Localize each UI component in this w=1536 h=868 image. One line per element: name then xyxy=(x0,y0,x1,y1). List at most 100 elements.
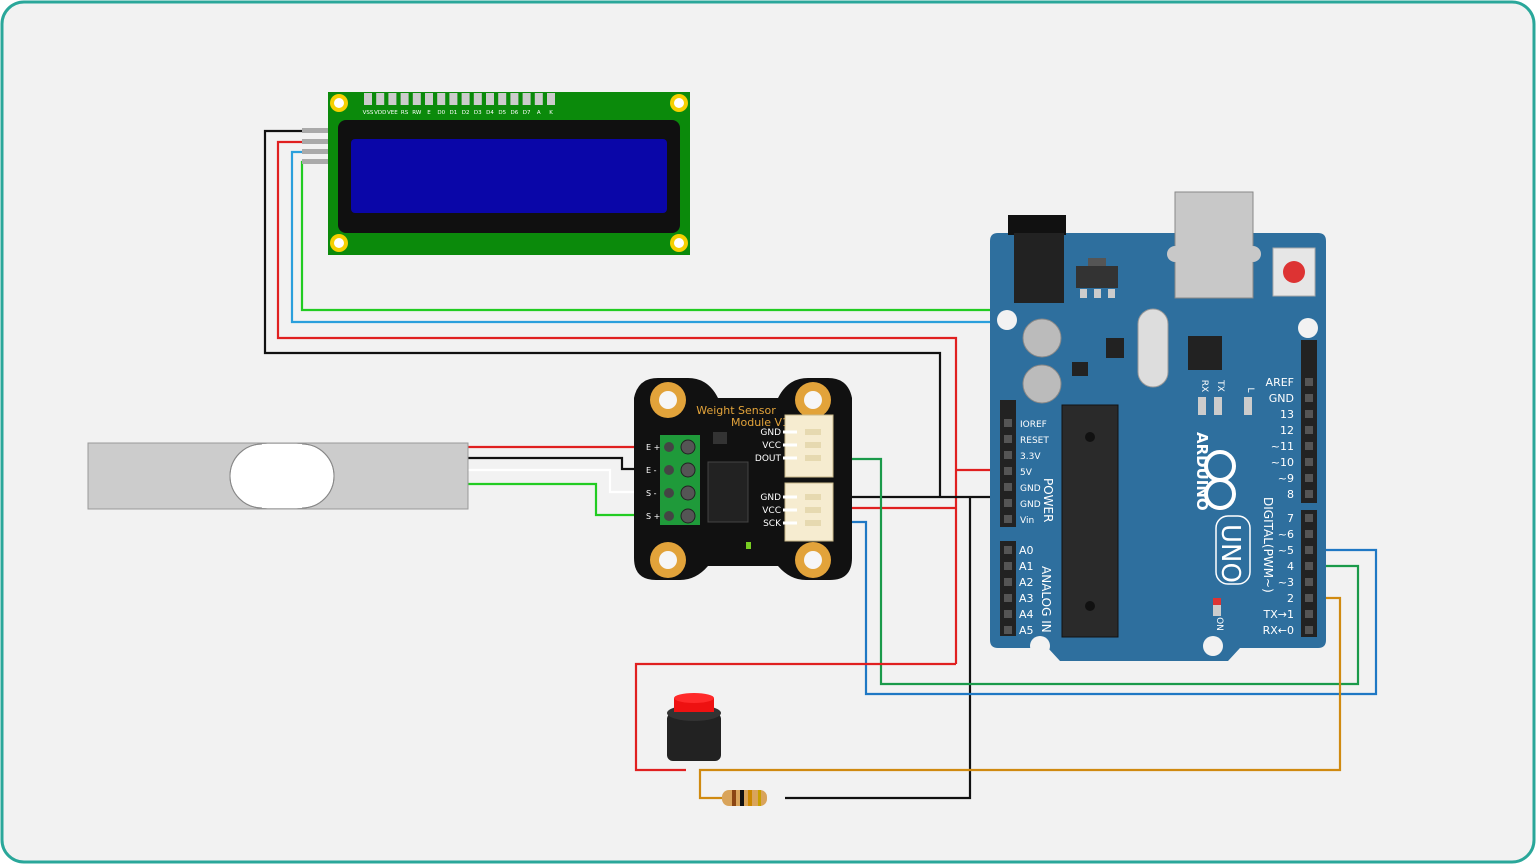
lcd-pin xyxy=(376,93,385,105)
power-header xyxy=(1000,400,1016,527)
wire-hx-dout xyxy=(835,457,1360,686)
header-pin-label: A1 xyxy=(1019,560,1034,573)
lcd-pin-label: A xyxy=(537,110,541,116)
lcd-pin xyxy=(522,93,531,105)
terminal-label: S + xyxy=(646,512,660,521)
connector-pin-label: VCC xyxy=(762,506,781,516)
lcd-pin-label: D2 xyxy=(462,110,470,116)
header-pin xyxy=(1305,514,1313,522)
hx711-title: Weight Sensor xyxy=(696,404,776,417)
header-pin xyxy=(1004,419,1012,427)
lcd-pin-label: D1 xyxy=(450,110,458,116)
lcd-pin-label: RS xyxy=(401,110,409,116)
header-pin-label: 2 xyxy=(1287,592,1294,605)
led-tx-label: TX xyxy=(1215,379,1225,392)
lcd-pin xyxy=(425,93,433,105)
lcd-pin-label: VDD xyxy=(374,110,386,116)
terminal-screw xyxy=(680,439,696,455)
lcd-mount-holes xyxy=(330,94,688,252)
analog-header xyxy=(1000,541,1016,636)
header-pin-label: ~6 xyxy=(1278,528,1294,541)
header-pin xyxy=(1004,562,1012,570)
led-rx-label: RX xyxy=(1199,380,1209,392)
header-pin xyxy=(1004,578,1012,586)
arduino-mount-hole-3 xyxy=(1030,636,1050,656)
header-pin-label: A2 xyxy=(1019,576,1034,589)
usb-chip xyxy=(1188,336,1222,370)
header-pin-label: 3.3V xyxy=(1020,452,1041,462)
terminal-label: E - xyxy=(646,466,657,475)
wire-hx-sck xyxy=(835,520,1378,696)
lcd-pin xyxy=(534,93,543,105)
header-pin xyxy=(1004,451,1012,459)
lcd-pin-label: D0 xyxy=(437,110,445,116)
wire-lcd-gnd xyxy=(263,129,942,497)
lcd-pin xyxy=(400,93,409,105)
lcd-pin-label: D7 xyxy=(523,110,531,116)
header-pin xyxy=(1004,435,1012,443)
digital-label: DIGITAL(PWM~) xyxy=(1261,497,1275,593)
wires xyxy=(263,129,1378,800)
lcd-pin xyxy=(486,93,494,105)
connector-slot xyxy=(805,494,821,500)
header-pin xyxy=(1305,394,1313,402)
lcd-pin-label: E xyxy=(427,110,431,116)
header-pin-label: 7 xyxy=(1287,512,1294,525)
header-pin-label: AREF xyxy=(1266,376,1294,389)
header-pin-label: ~11 xyxy=(1271,440,1294,453)
header-pin xyxy=(1305,378,1313,386)
capacitor-1 xyxy=(1022,318,1062,358)
terminal-hole xyxy=(664,442,674,452)
connector-pin xyxy=(783,456,797,460)
lcd-pin xyxy=(510,93,519,105)
header-pin-label: ~10 xyxy=(1271,456,1294,469)
wire-button-vcc xyxy=(634,662,956,772)
hx711-regulator xyxy=(713,432,727,444)
header-pin xyxy=(1305,442,1313,450)
header-pin xyxy=(1004,515,1012,523)
arduino-mount-hole-1 xyxy=(997,310,1017,330)
resistor xyxy=(722,790,767,806)
digital-header-bottom xyxy=(1301,510,1317,637)
lcd-pin xyxy=(473,93,482,105)
connector-pin xyxy=(783,495,797,499)
wire-cell-green xyxy=(468,482,660,517)
lcd-pin xyxy=(364,93,372,105)
header-pin-label: RESET xyxy=(1020,436,1049,446)
hx711-mount-holes xyxy=(650,382,831,578)
header-pin xyxy=(1305,610,1313,618)
arduino-pins: IOREFRESET3.3V5VGNDGNDVinA0A1A2A3A4A5ARE… xyxy=(1004,376,1313,637)
led-l xyxy=(1244,397,1252,415)
atmega-chip xyxy=(1061,404,1119,638)
arduino-mount-hole-4 xyxy=(1203,636,1223,656)
connector-pin-label: GND xyxy=(760,428,781,438)
header-pin-label: 5V xyxy=(1020,468,1033,478)
led-l-label: L xyxy=(1245,387,1255,392)
header-pin-label: A0 xyxy=(1019,544,1034,557)
header-pin xyxy=(1305,594,1313,602)
lcd-pin-label: VSS xyxy=(363,110,374,116)
header-pin xyxy=(1305,474,1313,482)
header-pin-label: A5 xyxy=(1019,624,1034,637)
connector-pin-label: VCC xyxy=(762,441,781,451)
header-pin xyxy=(1004,594,1012,602)
connector-slot xyxy=(805,507,821,513)
lcd-pin-label: K xyxy=(549,110,553,116)
arduino-brand: ARDUINO xyxy=(1193,432,1211,511)
lcd-pin xyxy=(547,93,555,105)
header-pin xyxy=(1004,467,1012,475)
header-pin xyxy=(1004,546,1012,554)
connector-pin xyxy=(783,508,797,512)
lcd-pin-label: VEE xyxy=(387,110,398,116)
header-pin-label: GND xyxy=(1020,484,1041,494)
header-pin-label: A3 xyxy=(1019,592,1034,605)
reset-button-cap[interactable] xyxy=(1283,261,1305,283)
header-pin-label: A4 xyxy=(1019,608,1034,621)
wire-button-signal xyxy=(698,596,1342,800)
header-pin xyxy=(1305,530,1313,538)
voltage-regulator xyxy=(1076,266,1118,288)
analog-label: ANALOG IN xyxy=(1039,566,1053,633)
